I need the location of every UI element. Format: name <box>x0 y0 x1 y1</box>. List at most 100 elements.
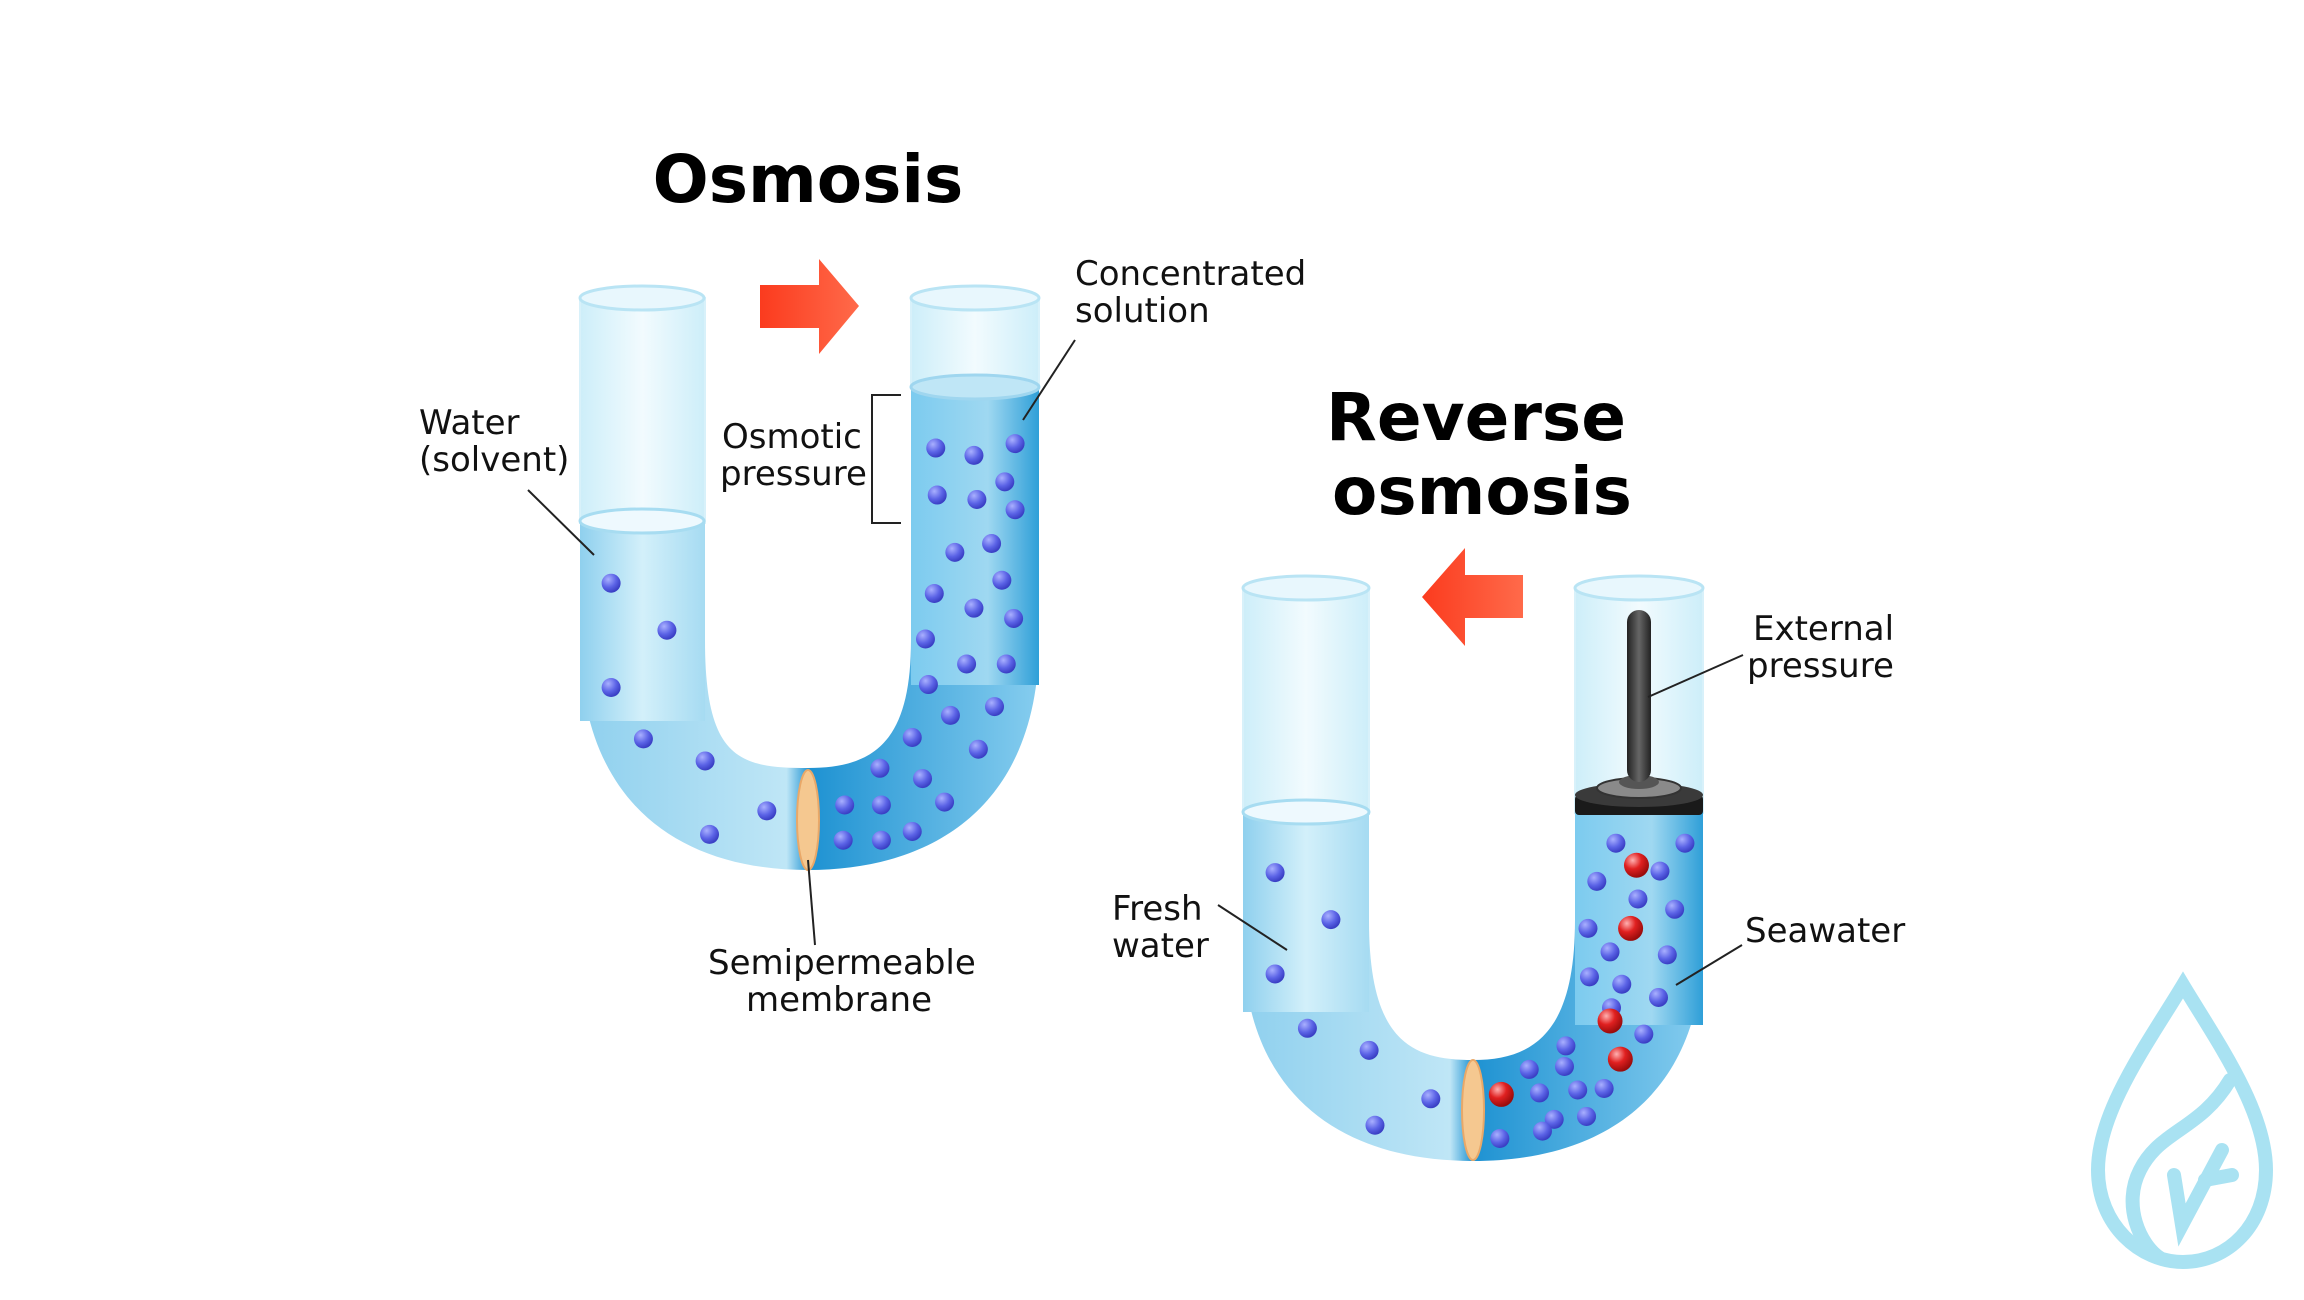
water-molecule <box>995 472 1015 492</box>
water-molecule <box>940 705 960 725</box>
water-molecule <box>1577 1106 1597 1126</box>
water-molecule <box>700 824 720 844</box>
right-tube-rim <box>909 284 1041 312</box>
salt-molecule <box>1618 915 1644 941</box>
water-molecule <box>601 677 621 697</box>
ro-left-tube-rim <box>1241 574 1371 602</box>
fresh-water-label-line2: water <box>1112 926 1209 966</box>
water-molecule <box>957 654 977 674</box>
water-molecule <box>1657 945 1677 965</box>
osmosis-u-tube <box>578 284 1041 871</box>
water-molecule <box>996 654 1016 674</box>
water-molecule <box>1321 910 1341 930</box>
water-molecule <box>1650 861 1670 881</box>
water-label-line2: (solvent) <box>419 440 570 480</box>
water-molecule <box>1556 1036 1576 1056</box>
water-molecule <box>1634 1024 1654 1044</box>
water-molecule <box>945 542 965 562</box>
salt-molecule <box>1607 1046 1633 1072</box>
water-molecule <box>1675 833 1695 853</box>
water-leader-line <box>527 489 595 556</box>
water-molecule <box>913 769 933 789</box>
ro-right-tube-rim <box>1573 574 1705 602</box>
ro-left-tube-glass <box>1242 587 1370 815</box>
water-molecule <box>1421 1089 1441 1109</box>
water-molecule <box>1359 1040 1379 1060</box>
osmotic-pressure-label-line1: Osmotic <box>722 417 862 457</box>
water-molecule <box>1297 1018 1317 1038</box>
water-molecule <box>1530 1083 1550 1103</box>
water-molecule <box>657 620 677 640</box>
water-molecule <box>1004 608 1024 628</box>
water-molecule <box>1005 500 1025 520</box>
water-molecule <box>967 489 987 509</box>
water-molecule <box>870 758 890 778</box>
water-molecule <box>1365 1115 1385 1135</box>
water-molecule <box>1265 964 1285 984</box>
membrane-label-line1: Semipermeable <box>708 943 976 983</box>
osmotic-pressure-bracket <box>871 394 901 524</box>
water-molecule <box>1519 1059 1539 1079</box>
water-molecule <box>982 534 1002 554</box>
fresh-leader-line <box>1217 904 1288 951</box>
water-molecule <box>926 438 946 458</box>
water-molecule <box>1579 967 1599 987</box>
water-molecule <box>1532 1121 1552 1141</box>
semipermeable-membrane <box>796 769 820 871</box>
left-arm-water <box>580 521 705 721</box>
left-water-surface <box>578 507 706 535</box>
water-molecule <box>835 795 855 815</box>
external-pressure-label-line1: External <box>1753 609 1895 649</box>
water-molecule <box>1606 833 1626 853</box>
osmosis-title: Osmosis <box>652 141 964 218</box>
water-molecule <box>1649 987 1669 1007</box>
water-molecule <box>902 821 922 841</box>
left-tube-rim <box>578 284 706 312</box>
salt-molecule <box>1597 1008 1623 1034</box>
right-water-surface <box>909 373 1041 401</box>
water-molecule <box>633 729 653 749</box>
water-drop-leaf-icon <box>2090 971 2274 1270</box>
water-molecule <box>1554 1056 1574 1076</box>
reverse-osmosis-title-line2: osmosis <box>1332 453 1632 530</box>
water-molecule <box>601 573 621 593</box>
water-molecule <box>1612 974 1632 994</box>
ro-left-arm-water <box>1243 812 1369 1012</box>
water-molecule <box>757 801 777 821</box>
arrow-right-icon <box>760 259 859 354</box>
water-molecule <box>1490 1128 1510 1148</box>
water-molecule <box>1594 1079 1614 1099</box>
osmosis-molecules <box>601 434 1025 850</box>
concentrated-label-line2: solution <box>1075 291 1210 331</box>
water-molecule <box>964 445 984 465</box>
reverse-osmosis-title-line1: Reverse <box>1326 379 1626 456</box>
membrane-label-line2: membrane <box>746 980 933 1020</box>
left-tube-glass <box>579 297 706 524</box>
water-molecule <box>992 570 1012 590</box>
salt-molecule <box>1623 852 1649 878</box>
arrow-left-icon <box>1422 548 1523 646</box>
seawater-label: Seawater <box>1745 911 1906 951</box>
water-molecule <box>833 830 853 850</box>
right-tube-glass <box>910 297 1040 389</box>
water-molecule <box>871 795 891 815</box>
external-leader-line <box>1647 654 1744 698</box>
water-molecule <box>1568 1080 1588 1100</box>
water-molecule <box>871 830 891 850</box>
water-molecule <box>915 629 935 649</box>
salt-molecule <box>1488 1081 1514 1107</box>
water-molecule <box>985 697 1005 717</box>
water-molecule <box>918 675 938 695</box>
osmotic-pressure-label-line2: pressure <box>720 454 867 494</box>
ro-left-water-surface <box>1241 798 1371 826</box>
reverse-osmosis-molecules <box>1265 833 1695 1148</box>
water-molecule <box>1005 434 1025 454</box>
seawater-leader-line <box>1675 944 1743 986</box>
water-molecule <box>1265 863 1285 883</box>
concentrated-label-line1: Concentrated <box>1075 254 1307 294</box>
water-molecule <box>968 739 988 759</box>
membrane-leader-line <box>807 859 816 946</box>
water-molecule <box>924 583 944 603</box>
